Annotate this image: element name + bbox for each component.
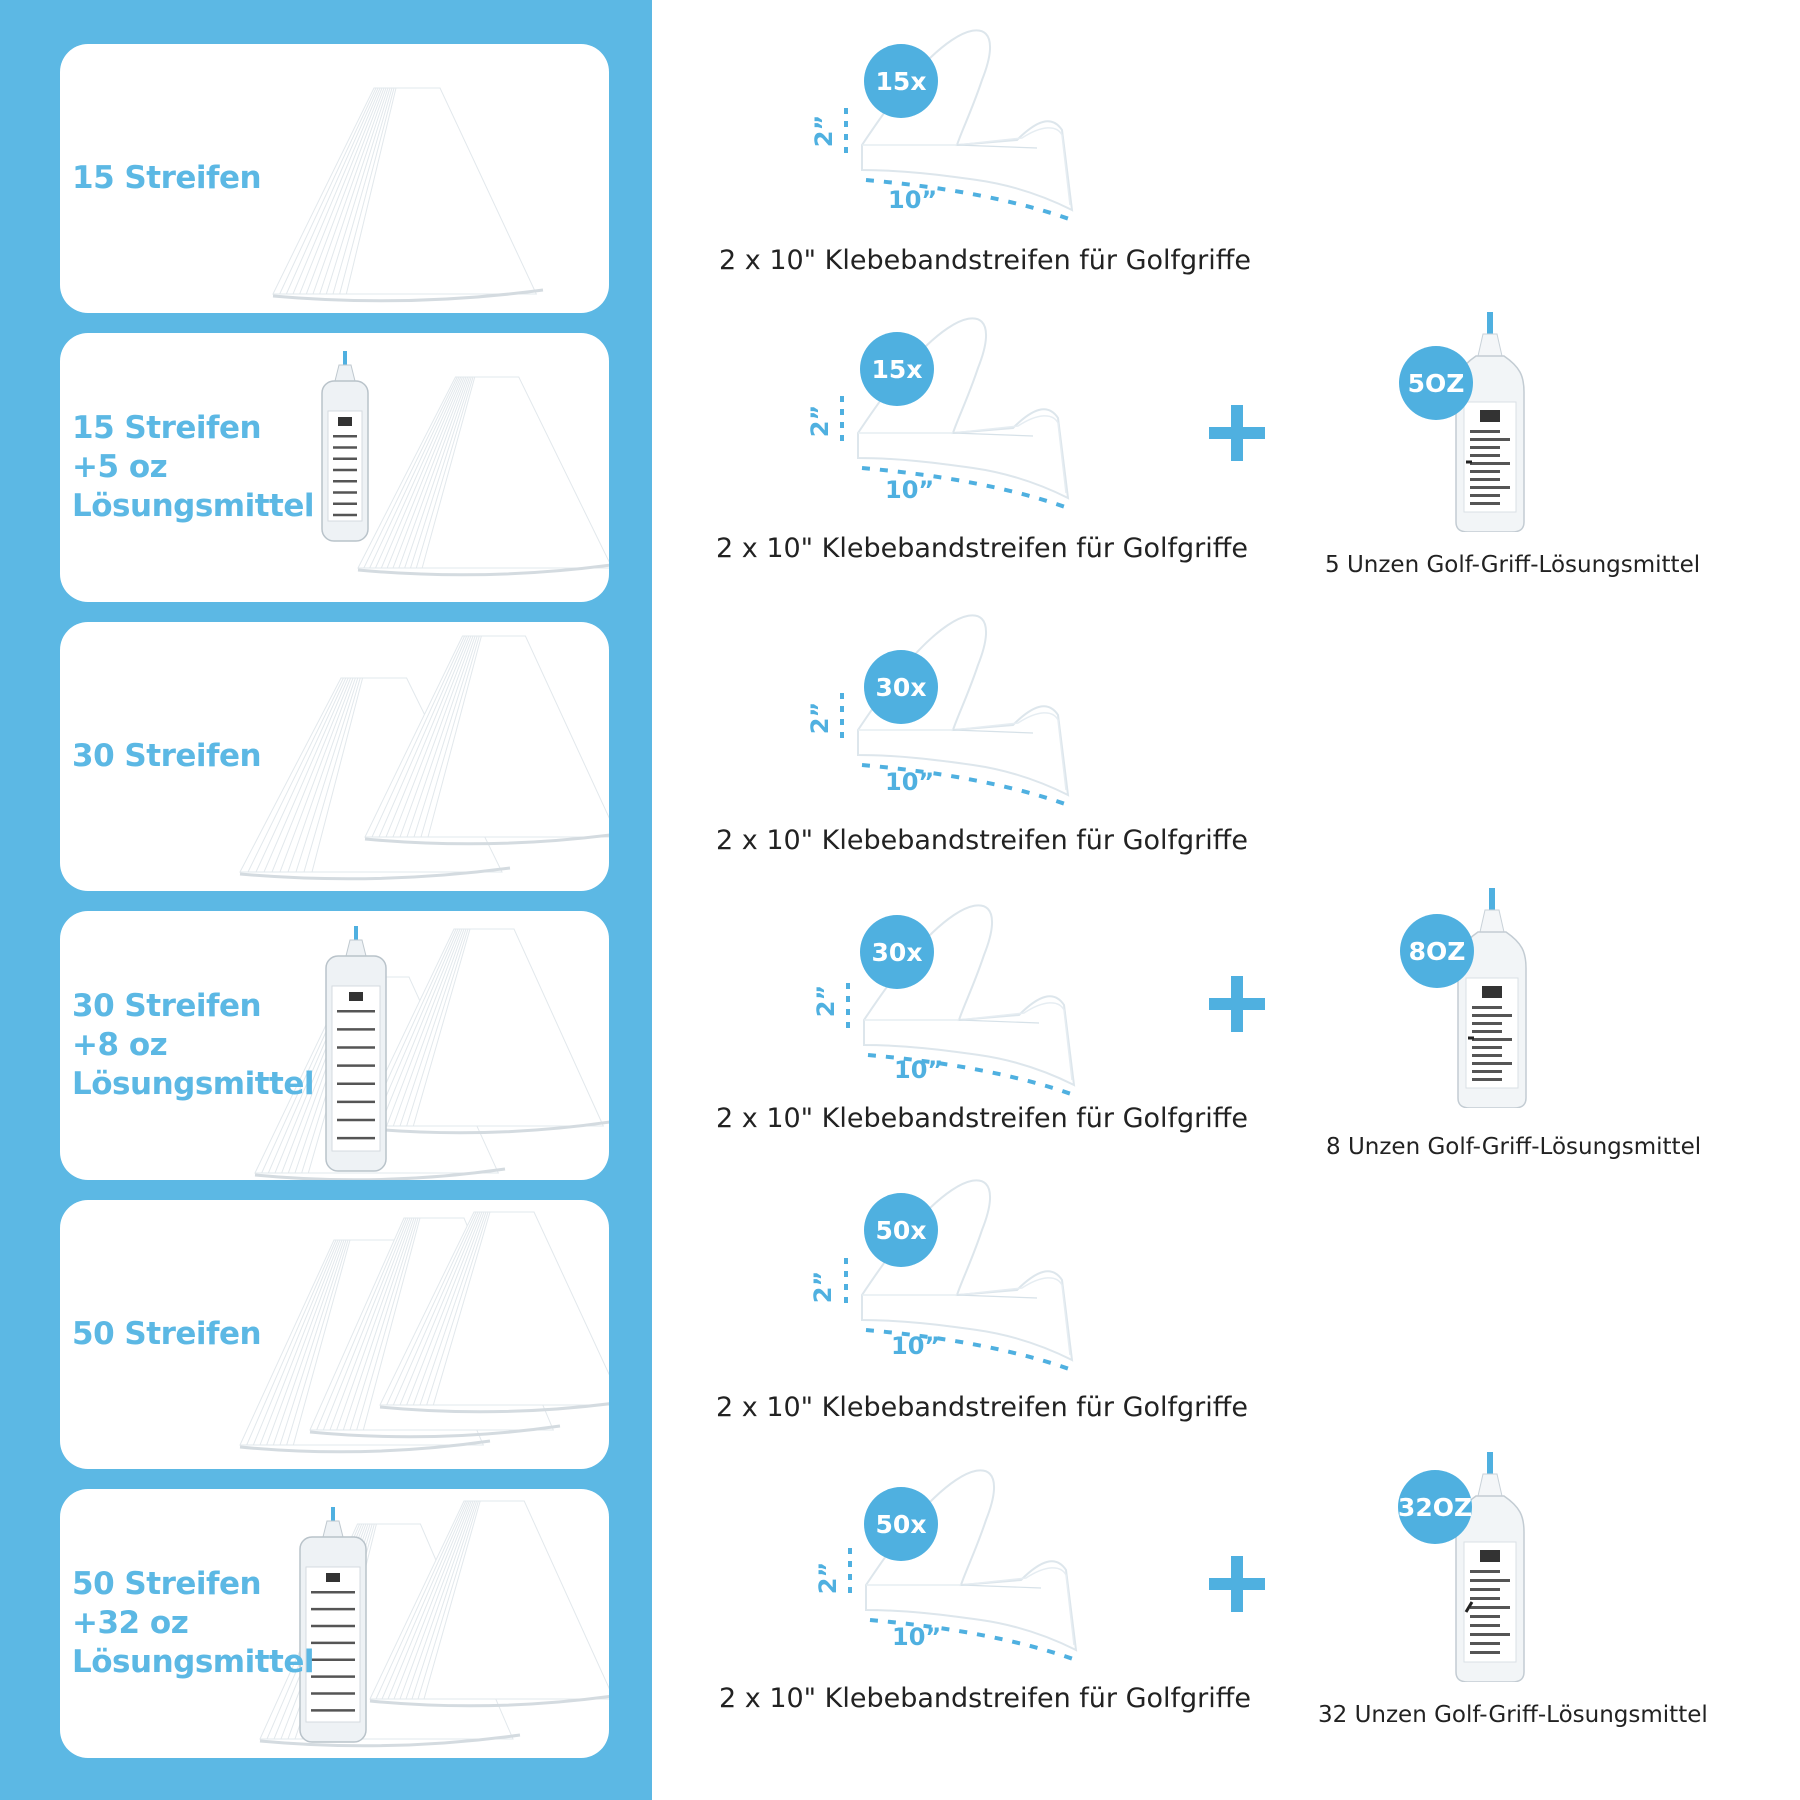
tape-strip-illustration	[848, 1469, 1078, 1662]
height-dimension-label: 2”	[810, 114, 839, 148]
tape-caption: 2 x 10" Klebebandstreifen für Golfgriffe	[716, 1103, 1248, 1134]
tape-and-bottle-image	[321, 351, 609, 577]
option-card-50-strips[interactable]: 50 Streifen	[60, 1200, 609, 1469]
tape-caption: 2 x 10" Klebebandstreifen für Golfgriffe	[716, 533, 1248, 564]
height-dimension-label: 2”	[806, 701, 835, 735]
detail-row: 50x 2” 10” 2 x 10" Klebebandstreifen für…	[652, 1450, 1800, 1800]
option-label: 15 Streifen	[72, 160, 262, 196]
tape-caption: 2 x 10" Klebebandstreifen für Golfgriffe	[719, 245, 1251, 276]
plus-icon	[1209, 405, 1265, 461]
solvent-bottle-image	[1455, 1452, 1525, 1682]
option-label: 15 Streifen +5 oz Lösungsmittel	[72, 410, 315, 524]
solvent-size-badge: 5OZ	[1399, 346, 1473, 420]
tape-stack-image	[239, 1211, 609, 1454]
tape-caption: 2 x 10" Klebebandstreifen für Golfgriffe	[716, 825, 1248, 856]
solvent-caption: 8 Unzen Golf-Griff-Lösungsmittel	[1326, 1134, 1702, 1160]
solvent-size-badge: 8OZ	[1400, 914, 1474, 988]
detail-row: 30x 2” 10” 2 x 10" Klebebandstreifen für…	[652, 580, 1800, 870]
solvent-bottle-image	[1457, 888, 1527, 1108]
tape-strip-illustration	[840, 614, 1070, 807]
quantity-badge: 15x	[864, 44, 938, 118]
detail-row: 15x 2” 10” 2 x 10" Klebebandstreifen für…	[652, 0, 1800, 290]
detail-row: 30x 2” 10” 2 x 10" Klebebandstreifen für…	[652, 870, 1800, 1160]
option-label: 30 Streifen +8 oz Lösungsmittel	[72, 988, 315, 1102]
tape-stack-image	[272, 87, 544, 303]
option-label: 50 Streifen	[72, 1316, 262, 1352]
quantity-badge: 30x	[860, 915, 934, 989]
quantity-badge: 30x	[864, 650, 938, 724]
tape-strip-illustration	[844, 29, 1074, 222]
option-card-30-strips[interactable]: 30 Streifen	[60, 622, 609, 891]
tape-caption: 2 x 10" Klebebandstreifen für Golfgriffe	[719, 1683, 1251, 1714]
option-card-30-strips-8oz[interactable]: 30 Streifen +8 oz Lösungsmittel	[60, 911, 609, 1180]
width-dimension-label: 10”	[891, 1332, 941, 1360]
option-label: 30 Streifen	[72, 738, 262, 774]
height-dimension-label: 2”	[806, 404, 835, 438]
option-card-15-strips[interactable]: 15 Streifen	[60, 44, 609, 313]
option-label: 50 Streifen +32 oz Lösungsmittel	[72, 1566, 315, 1680]
solvent-bottle-image	[1455, 312, 1525, 532]
solvent-size-badge: 32OZ	[1398, 1470, 1472, 1544]
tape-and-bottle-image	[259, 1500, 609, 1748]
detail-row: 50x 2” 10” 2 x 10" Klebebandstreifen für…	[652, 1160, 1800, 1450]
width-dimension-label: 10”	[892, 1623, 942, 1651]
quantity-badge: 15x	[860, 332, 934, 406]
option-card-50-strips-32oz[interactable]: 50 Streifen +32 oz Lösungsmittel	[60, 1489, 609, 1758]
tape-stack-image	[239, 635, 609, 881]
solvent-caption: 5 Unzen Golf-Griff-Lösungsmittel	[1325, 552, 1701, 578]
plus-icon	[1209, 1556, 1265, 1612]
quantity-badge: 50x	[864, 1487, 938, 1561]
tape-strip-illustration	[840, 317, 1070, 510]
option-card-15-strips-5oz[interactable]: 15 Streifen +5 oz Lösungsmittel	[60, 333, 609, 602]
width-dimension-label: 10”	[885, 768, 935, 796]
quantity-badge: 50x	[864, 1193, 938, 1267]
height-dimension-label: 2”	[814, 1561, 843, 1595]
detail-row: 15x 2” 10” 2 x 10" Klebebandstreifen für…	[652, 290, 1800, 580]
solvent-caption: 32 Unzen Golf-Griff-Lösungsmittel	[1318, 1702, 1708, 1728]
width-dimension-label: 10”	[894, 1056, 944, 1084]
plus-icon	[1209, 976, 1265, 1032]
tape-strip-illustration	[844, 1179, 1074, 1372]
width-dimension-label: 10”	[885, 476, 935, 504]
width-dimension-label: 10”	[888, 186, 938, 214]
package-options-sidebar: 15 Streifen 15 Streifen +5 oz Lösungsmit…	[0, 0, 652, 1800]
tape-caption: 2 x 10" Klebebandstreifen für Golfgriffe	[716, 1392, 1248, 1423]
tape-and-bottle-image	[254, 926, 609, 1180]
height-dimension-label: 2”	[809, 1270, 838, 1304]
height-dimension-label: 2”	[812, 984, 841, 1018]
